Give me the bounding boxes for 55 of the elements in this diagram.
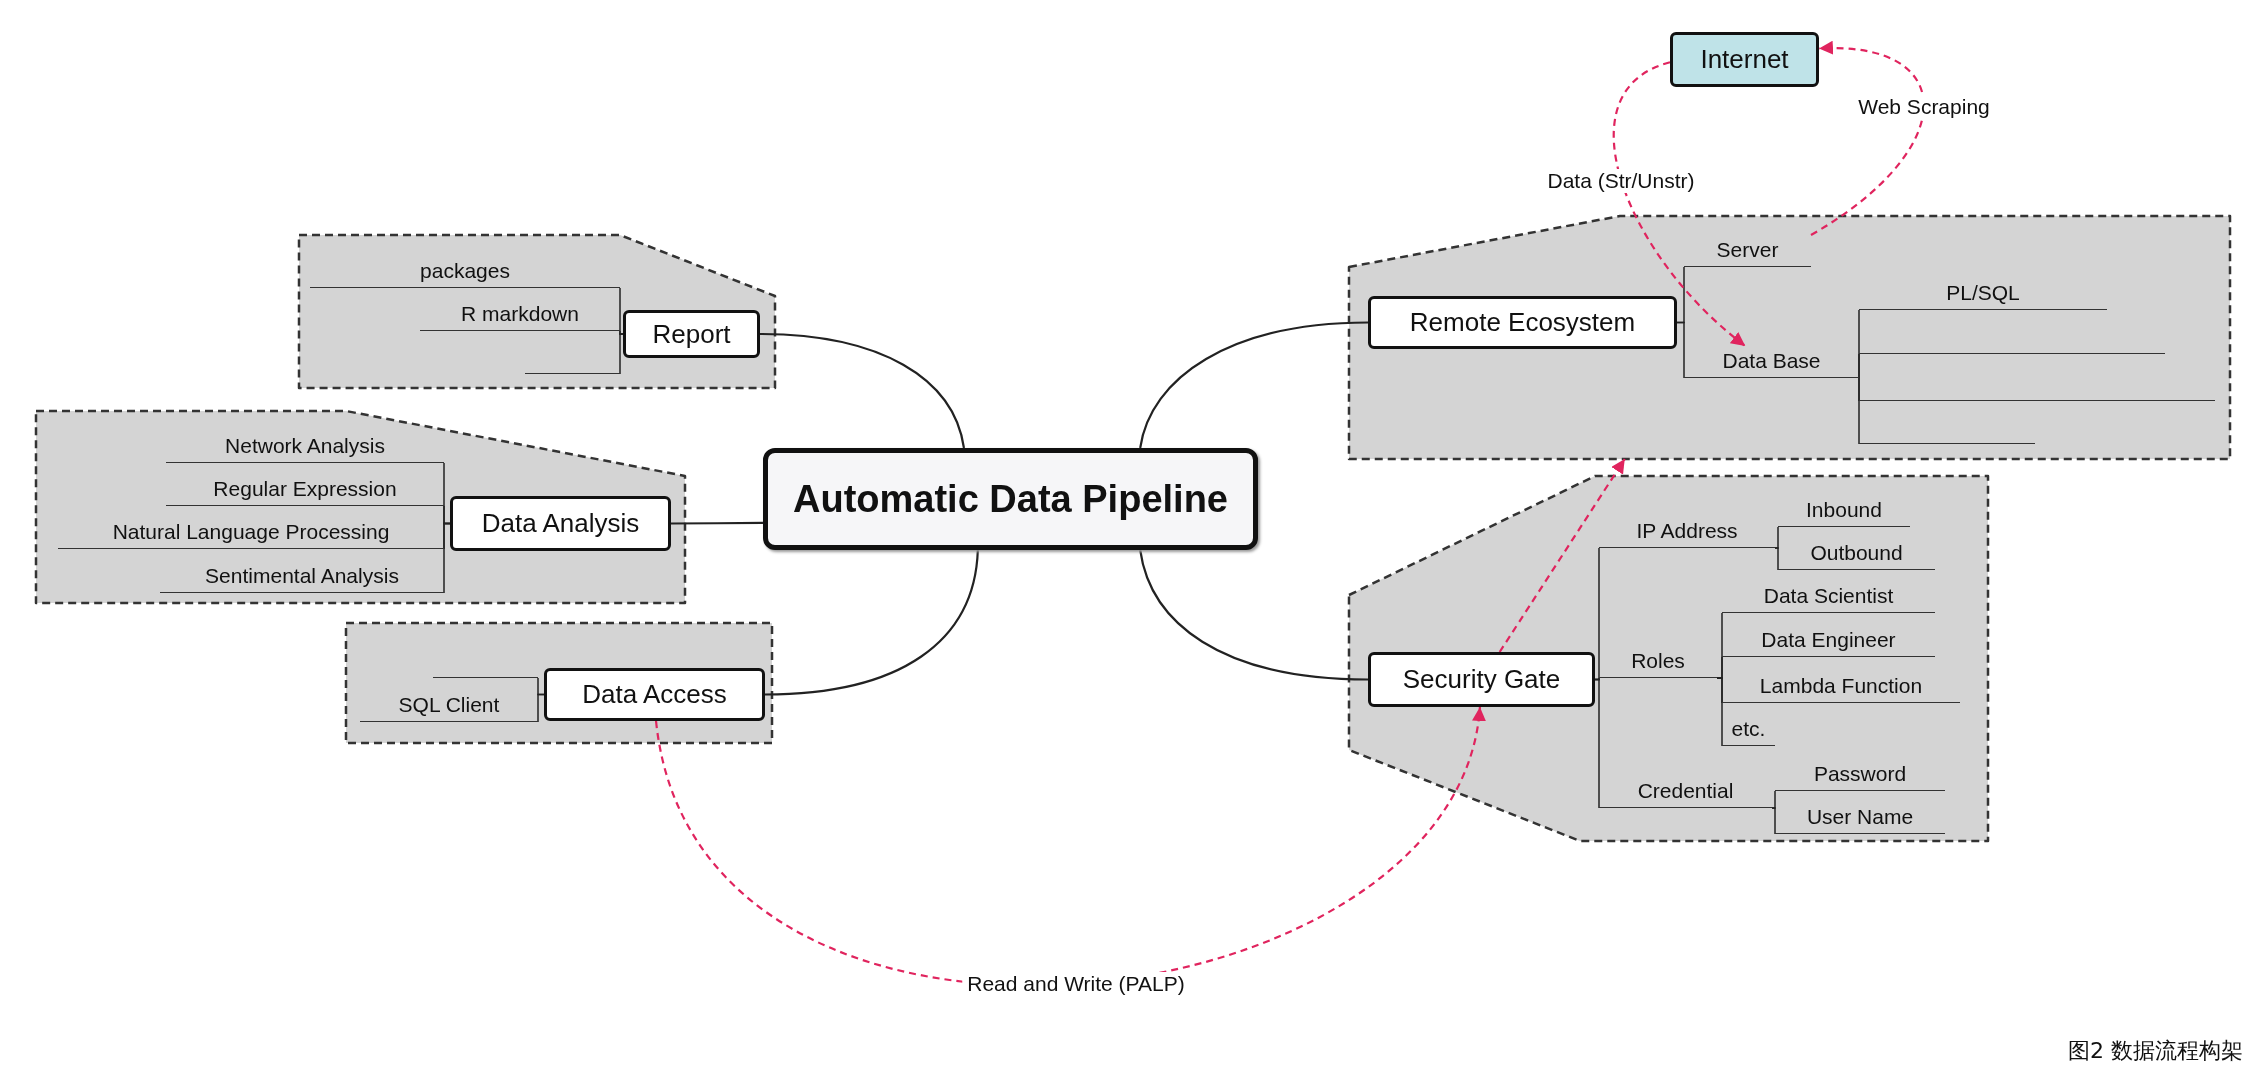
dashed-panel bbox=[36, 411, 685, 603]
dashed-arrow bbox=[1612, 61, 1746, 347]
underlined-label: Data Base bbox=[1684, 346, 1859, 378]
dashed-arrow bbox=[1498, 458, 1626, 653]
underlined-label: Password bbox=[1775, 759, 1945, 791]
underlined-label: Credential bbox=[1599, 776, 1772, 808]
connector-line bbox=[1676, 321, 1685, 379]
connector-line bbox=[1858, 377, 1860, 445]
underlined-label: PL/SQL bbox=[1859, 278, 2107, 310]
underlined-label: SQL Client bbox=[360, 690, 538, 722]
topic-box: Internet bbox=[1670, 32, 1819, 87]
topic-box: Data Analysis bbox=[450, 496, 671, 551]
topic-box: Remote Ecosystem bbox=[1368, 296, 1677, 349]
dashed-panel bbox=[346, 623, 772, 743]
underlined-label: Server bbox=[1684, 235, 1811, 267]
branch-curve bbox=[671, 521, 763, 525]
underlined-label: Outbound bbox=[1778, 538, 1935, 570]
connector-line bbox=[443, 522, 451, 594]
connector-line bbox=[537, 693, 545, 723]
topic-box: Report bbox=[623, 310, 760, 358]
branch-curve bbox=[1139, 549, 1369, 681]
connector-line bbox=[1594, 678, 1600, 809]
underlined-label: packages bbox=[310, 256, 620, 288]
connector-line bbox=[1774, 547, 1779, 571]
connector-line bbox=[1774, 526, 1779, 549]
underlined-label: Regular Expression bbox=[166, 474, 444, 506]
dashed-panel bbox=[1349, 476, 1988, 841]
figure-caption: 图2 数据流程构架 bbox=[2068, 1037, 2243, 1065]
underlined-label: Network Analysis bbox=[166, 431, 444, 463]
topic-box: Security Gate bbox=[1368, 652, 1595, 707]
dashed-panel bbox=[1349, 216, 2230, 459]
dashed-panel bbox=[299, 235, 775, 388]
dashed-arrow bbox=[1810, 41, 1925, 236]
connector-line bbox=[1858, 353, 1860, 379]
topic-box: Data Access bbox=[544, 668, 765, 721]
underlined-label: etc. bbox=[1722, 714, 1775, 746]
connector-line bbox=[619, 330, 624, 335]
connector-line bbox=[1771, 807, 1776, 835]
underlined-label: User Name bbox=[1775, 802, 1945, 834]
underlined-label: Data Engineer bbox=[1722, 625, 1935, 657]
underlined-label: Inbound bbox=[1778, 495, 1910, 527]
branch-curve bbox=[1139, 321, 1369, 449]
underlined-label: Data Scientist bbox=[1722, 581, 1935, 613]
central-topic-box: Automatic Data Pipeline bbox=[763, 448, 1258, 550]
branch-curve bbox=[759, 332, 966, 449]
underlined-label: Lambda Function bbox=[1722, 671, 1960, 703]
underlined-label: Sentimental Analysis bbox=[160, 561, 444, 593]
connector-line bbox=[619, 333, 624, 375]
underlined-label: Roles bbox=[1599, 646, 1717, 678]
dashed-arrow bbox=[655, 706, 1484, 986]
underlined-label: Natural Language Processing bbox=[58, 517, 444, 549]
connector-line bbox=[1771, 790, 1776, 809]
branch-curve bbox=[764, 549, 979, 696]
underlined-label: R markdown bbox=[420, 299, 620, 331]
underlined-label: IP Address bbox=[1599, 516, 1775, 548]
